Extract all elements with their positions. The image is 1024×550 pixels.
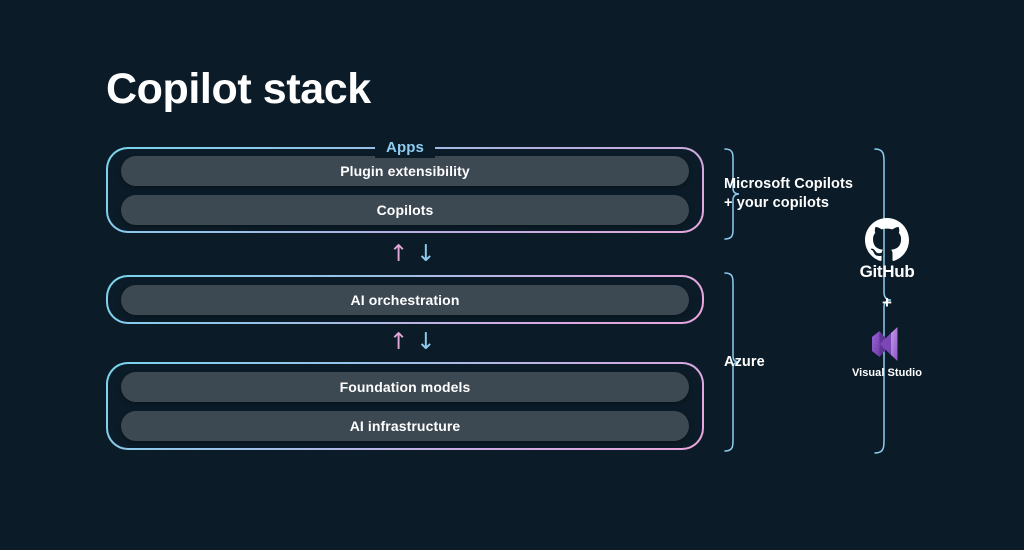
arrow-down-icon: ↓ bbox=[416, 329, 436, 355]
github-wordmark: GitHub bbox=[859, 262, 915, 281]
visual-studio-infinity-icon bbox=[872, 327, 898, 361]
stack-layer-apps-label: Apps bbox=[375, 138, 435, 158]
visual-studio-wordmark: Visual Studio bbox=[851, 367, 923, 379]
github-logo[interactable]: GitHub bbox=[860, 218, 915, 281]
connector-orchestration-to-foundation: ↑ ↓ bbox=[389, 331, 436, 354]
stack-item-ai-orchestration[interactable]: AI orchestration bbox=[121, 284, 689, 315]
stack-layer-orchestration-inner: AI orchestration bbox=[108, 277, 702, 322]
stack-layer-apps-inner: Apps Plugin extensibility Copilots bbox=[108, 138, 702, 231]
stack-item-copilots[interactable]: Copilots bbox=[121, 194, 689, 225]
stack-item-plugin-extensibility[interactable]: Plugin extensibility bbox=[121, 155, 689, 186]
visual-studio-logo[interactable]: Visual Studio bbox=[852, 324, 922, 380]
stack-layer-apps: Apps Plugin extensibility Copilots bbox=[106, 138, 704, 233]
arrow-up-icon: ↑ bbox=[389, 241, 409, 267]
arrow-up-icon: ↑ bbox=[389, 329, 409, 355]
bracket-tools bbox=[872, 148, 894, 454]
stack-layer-foundation: Foundation models AI infrastructure bbox=[106, 362, 704, 450]
page-title: Copilot stack bbox=[106, 65, 371, 113]
curly-brace-icon bbox=[724, 272, 740, 452]
arrow-down-icon: ↓ bbox=[416, 241, 436, 267]
stack-item-ai-infrastructure[interactable]: AI infrastructure bbox=[121, 410, 689, 441]
github-octocat-icon bbox=[864, 218, 909, 261]
annotation-copilots-label: Microsoft Copilots + your copilots bbox=[724, 176, 854, 211]
stack-item-foundation-models[interactable]: Foundation models bbox=[121, 371, 689, 402]
tools-column: GitHub + bbox=[838, 218, 936, 380]
bracket-azure bbox=[722, 272, 742, 452]
connector-apps-to-orchestration: ↑ ↓ bbox=[389, 243, 436, 266]
curly-brace-icon bbox=[724, 148, 740, 240]
stack-layer-foundation-inner: Foundation models AI infrastructure bbox=[108, 364, 702, 448]
tools-plus-separator: + bbox=[882, 293, 892, 312]
bracket-copilots bbox=[722, 148, 742, 240]
annotation-azure-label: Azure bbox=[724, 354, 765, 370]
stack-layer-orchestration: AI orchestration bbox=[106, 275, 704, 324]
curly-brace-icon bbox=[874, 148, 892, 454]
